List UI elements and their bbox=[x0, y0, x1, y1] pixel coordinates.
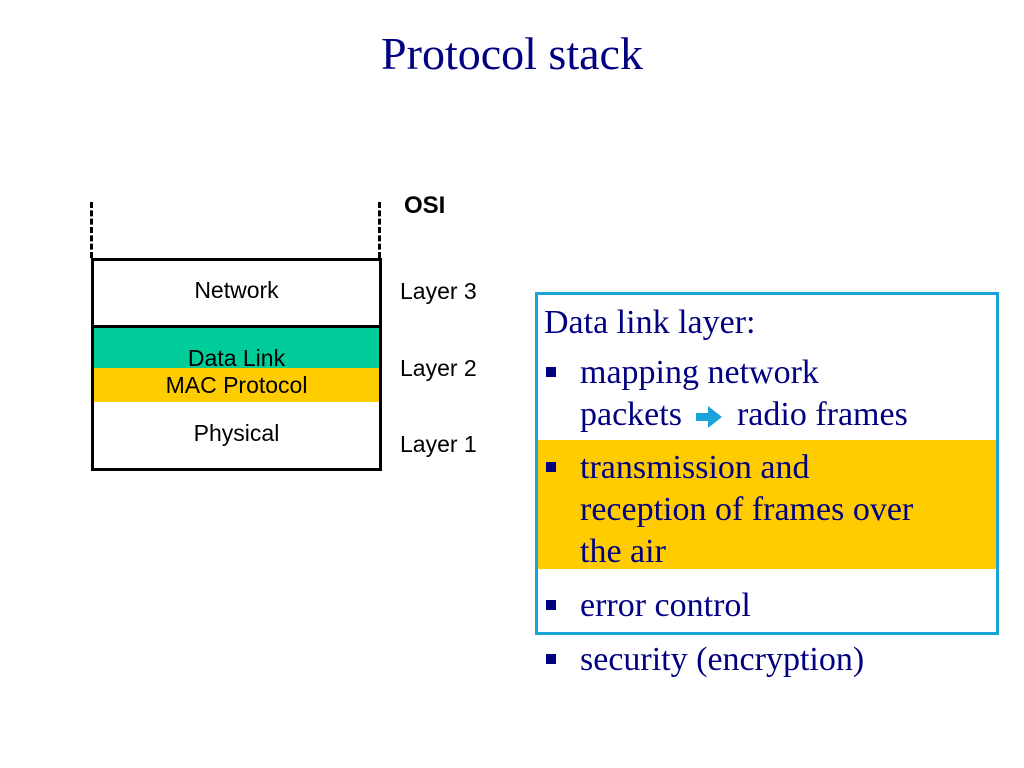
bullet-mapping-frames: radio frames bbox=[736, 396, 908, 433]
bullet-error-control: error control bbox=[580, 587, 751, 624]
bullet-mapping-line2: packets radio frames bbox=[580, 394, 990, 436]
physical-layer-box: Physical bbox=[91, 402, 382, 471]
bullet-marker bbox=[546, 600, 556, 610]
bullet-mapping-line1: mapping network bbox=[580, 354, 819, 391]
data-link-label: Data Link bbox=[187, 345, 286, 371]
data-link-info-box bbox=[535, 292, 999, 635]
highlighted-bullet-background bbox=[538, 440, 996, 569]
network-layer-box: Network bbox=[91, 258, 382, 328]
bullet-security: security (encryption) bbox=[580, 641, 865, 678]
slide-title: Protocol stack bbox=[381, 28, 643, 79]
data-link-layer-box: Data Link MAC Protocol bbox=[91, 325, 382, 405]
bullet-transmission-line2: reception of frames over bbox=[580, 491, 914, 528]
stack-dashed-right-edge bbox=[378, 202, 381, 258]
layer-3-label: Layer 3 bbox=[400, 278, 477, 304]
mac-protocol-sublayer: MAC Protocol bbox=[94, 368, 379, 402]
bullet-mapping: mapping network packets radio frames bbox=[580, 352, 990, 436]
bullet-transmission-line1: transmission and bbox=[580, 449, 810, 486]
mac-protocol-label: MAC Protocol bbox=[165, 372, 308, 398]
bullet-transmission: transmission and reception of frames ove… bbox=[580, 447, 990, 573]
bullet-marker bbox=[546, 654, 556, 664]
bullet-mapping-packets: packets bbox=[580, 396, 682, 433]
info-heading: Data link layer: bbox=[544, 304, 756, 341]
layer-2-label: Layer 2 bbox=[400, 355, 477, 381]
bullet-marker bbox=[546, 367, 556, 377]
bullet-marker bbox=[546, 462, 556, 472]
physical-layer-label: Physical bbox=[193, 420, 280, 446]
right-arrow-icon bbox=[696, 406, 723, 429]
network-layer-label: Network bbox=[194, 277, 279, 303]
layer-1-label: Layer 1 bbox=[400, 431, 477, 457]
bullet-transmission-line3: the air bbox=[580, 533, 666, 570]
data-link-sublayer: Data Link bbox=[94, 328, 379, 371]
stack-dashed-left-edge bbox=[90, 202, 93, 258]
osi-header: OSI bbox=[404, 192, 446, 219]
